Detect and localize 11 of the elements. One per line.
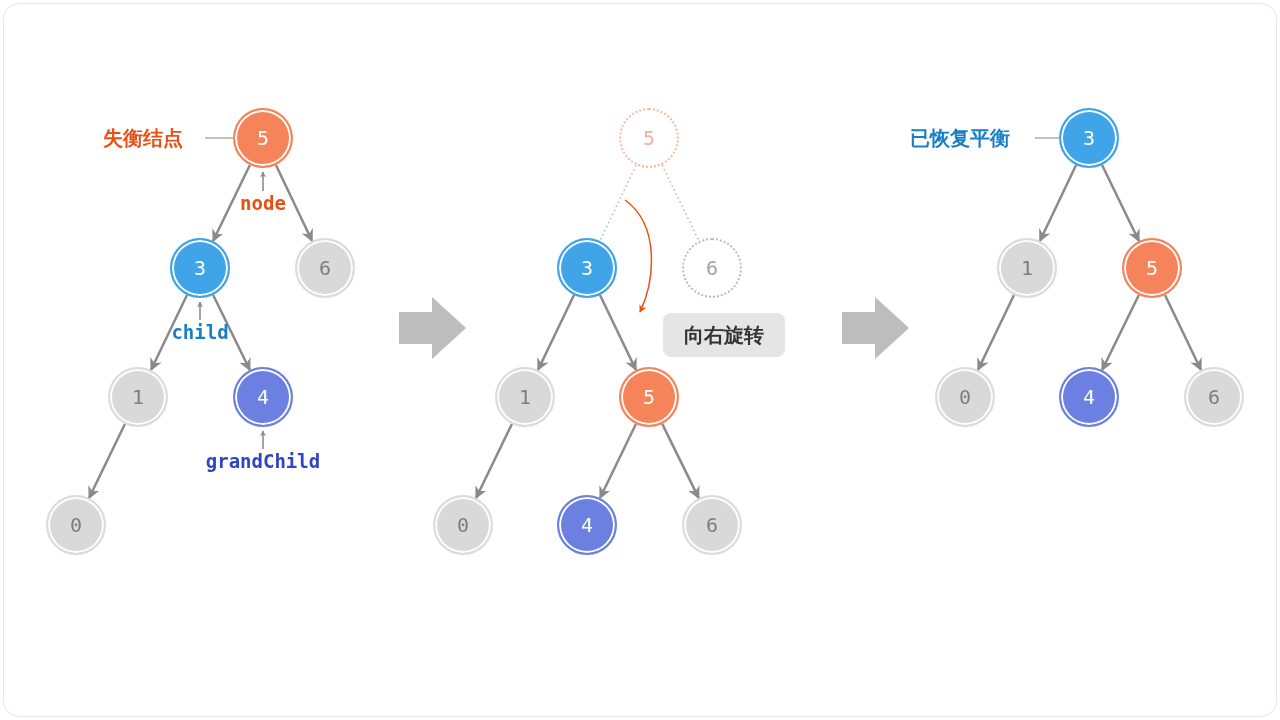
node-label: 失衡结点 — [91, 123, 195, 153]
node-label: 已恢复平衡 — [895, 123, 1025, 153]
pointer-arrow — [260, 430, 266, 450]
pointer-label: node — [238, 193, 288, 213]
rotation-label: 向右旋转 — [663, 313, 785, 357]
pointer-label: grandChild — [201, 451, 325, 471]
pointer-arrow — [197, 301, 203, 321]
leader-line — [204, 137, 234, 139]
leader-line — [1034, 137, 1060, 139]
pointer-arrow — [260, 171, 266, 192]
pointer-label: child — [169, 322, 231, 342]
